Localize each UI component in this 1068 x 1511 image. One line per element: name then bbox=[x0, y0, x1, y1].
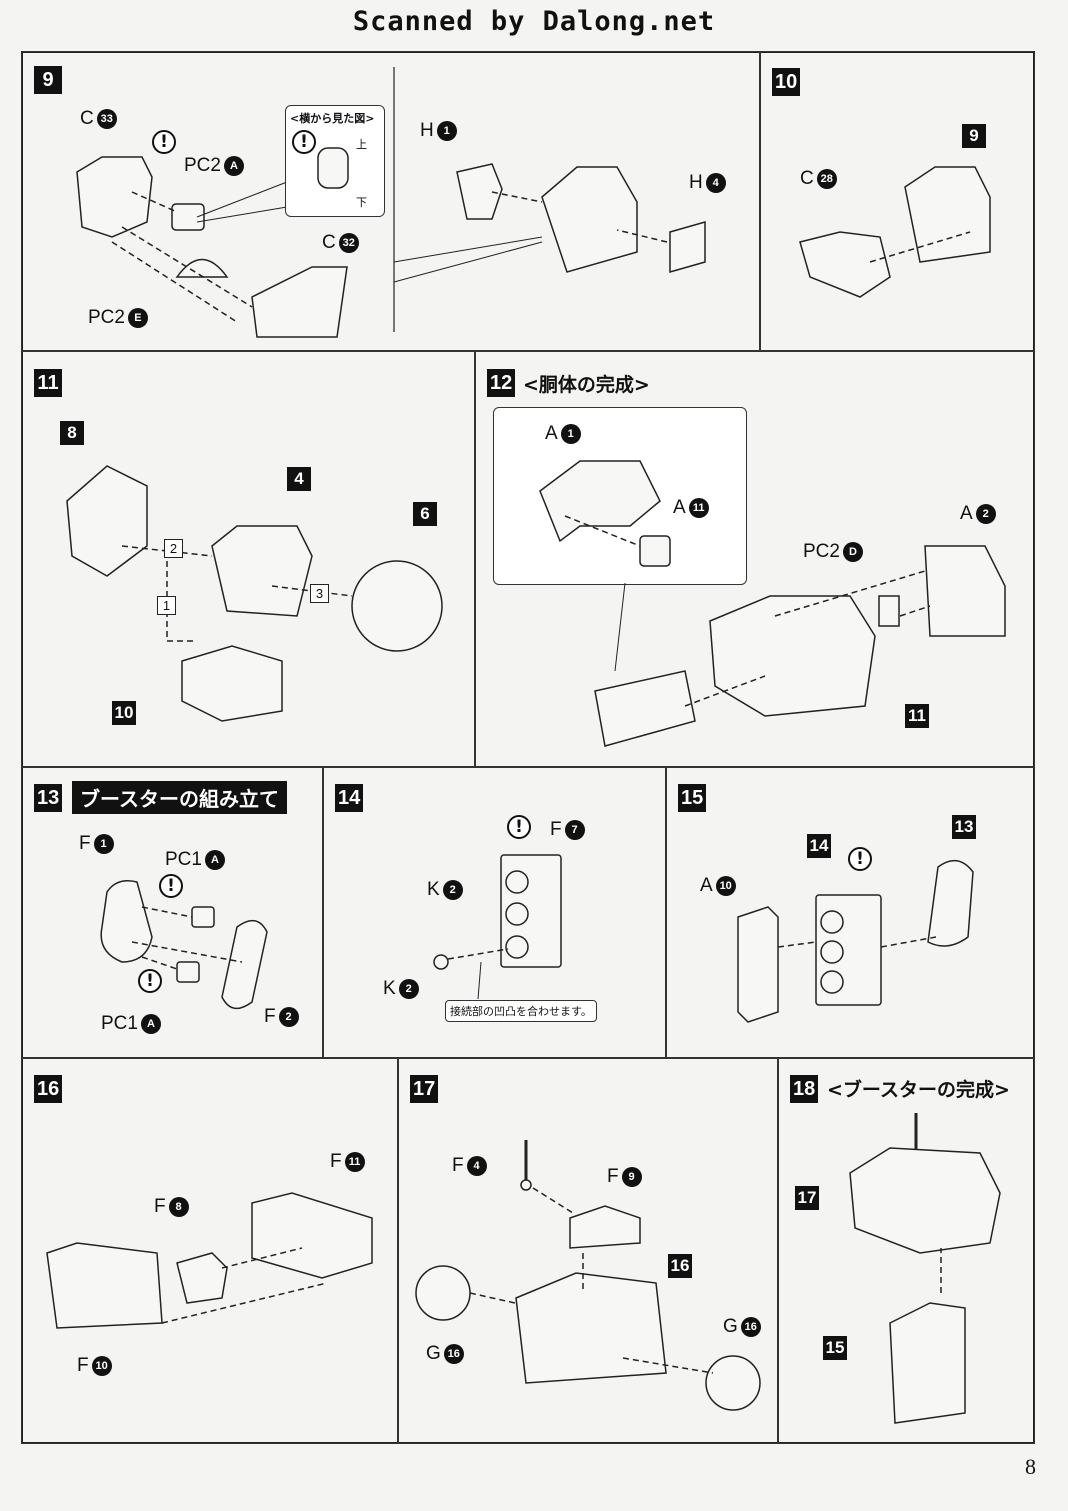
step-number: 16 bbox=[34, 1075, 63, 1103]
scan-header: Scanned by Dalong.net bbox=[352, 6, 716, 37]
step-ref-6: 6 bbox=[413, 502, 437, 526]
step-number: 18 bbox=[790, 1075, 819, 1103]
step-11-diagram bbox=[66, 465, 443, 722]
step-title: ブースターの組み立て bbox=[72, 781, 287, 814]
step-ref-14: 14 bbox=[807, 834, 831, 858]
step-16-diagram bbox=[46, 1192, 373, 1329]
step-number: 13 bbox=[34, 784, 63, 812]
caution-icon: ! bbox=[138, 969, 162, 993]
step-9-diagram bbox=[76, 67, 706, 338]
step-15-diagram bbox=[737, 859, 974, 1023]
step-number: 17 bbox=[410, 1075, 439, 1103]
page-number: 8 bbox=[1025, 1454, 1036, 1479]
step-ref-13: 13 bbox=[952, 815, 976, 839]
step-number: 11 bbox=[34, 369, 62, 397]
step-title: <胴体の完成> bbox=[523, 374, 650, 396]
step-title: <ブースターの完成> bbox=[827, 1079, 1010, 1101]
caution-icon: ! bbox=[507, 815, 531, 839]
caution-icon: ! bbox=[292, 130, 316, 154]
caution-icon: ! bbox=[159, 874, 183, 898]
step-ref-9: 9 bbox=[962, 124, 986, 148]
side-view-top: 上 bbox=[356, 138, 367, 151]
side-view-bottom: 下 bbox=[356, 196, 367, 209]
step-17-diagram bbox=[415, 1140, 761, 1411]
step-ref-8: 8 bbox=[60, 421, 84, 445]
alignment-note: 接続部の凹凸を合わせます。 bbox=[445, 1000, 597, 1022]
step-18-panel: 18 <ブースターの完成> 17 15 bbox=[777, 1057, 1035, 1444]
side-view-inset: <横から見た図> ! 上 下 bbox=[285, 105, 385, 217]
step-ref-11: 11 bbox=[905, 704, 929, 728]
step-13-diagram bbox=[100, 880, 268, 1010]
side-view-title: <横から見た図> bbox=[290, 112, 375, 125]
order-2: 2 bbox=[164, 539, 183, 558]
step-ref-10: 10 bbox=[112, 701, 136, 725]
step-ref-17: 17 bbox=[795, 1186, 819, 1210]
order-3: 3 bbox=[310, 584, 329, 603]
step-12-diagram bbox=[539, 460, 1006, 747]
caution-icon: ! bbox=[152, 130, 176, 154]
step-ref-4: 4 bbox=[287, 467, 311, 491]
caution-icon: ! bbox=[848, 847, 872, 871]
step-number: 10 bbox=[772, 68, 801, 96]
step-18-diagram bbox=[849, 1113, 1001, 1424]
order-1: 1 bbox=[157, 596, 176, 615]
step-10-diagram bbox=[799, 166, 991, 298]
step-number: 9 bbox=[34, 66, 62, 94]
step-number: 12 bbox=[487, 369, 516, 397]
step-11-panel: 11 8 4 6 10 2 1 3 bbox=[21, 350, 476, 768]
step-ref-16: 16 bbox=[668, 1254, 692, 1278]
step-number: 14 bbox=[335, 784, 364, 812]
side-view-part bbox=[317, 147, 349, 189]
step-ref-15: 15 bbox=[823, 1336, 847, 1360]
step-number: 15 bbox=[678, 784, 707, 812]
step-14-diagram bbox=[433, 854, 562, 1000]
